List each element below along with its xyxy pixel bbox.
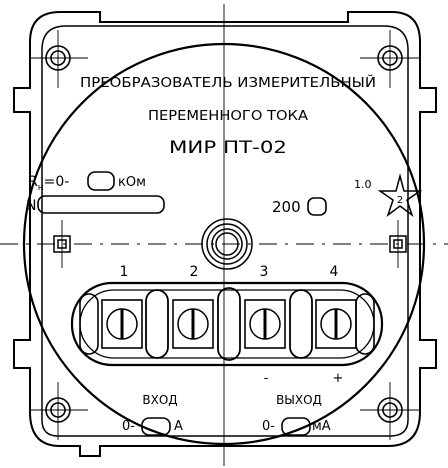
- housing-outline: [13, 11, 437, 457]
- serial-label: N: [26, 198, 36, 214]
- accuracy-class: 1.0: [354, 178, 372, 191]
- star-number: 2: [397, 195, 403, 206]
- resistance-r-label: Rн=0-: [28, 174, 69, 193]
- center-lines: [0, 4, 448, 466]
- value-200-box: [307, 197, 327, 216]
- input-prefix: 0-: [122, 419, 135, 434]
- terminal-number-1: 1: [120, 264, 129, 280]
- terminal-number-4: 4: [330, 264, 339, 280]
- terminal-screw-3: [244, 299, 286, 349]
- output-value-box: [281, 417, 311, 436]
- terminal-number-2: 2: [190, 264, 199, 280]
- polarity-plus: +: [333, 371, 344, 386]
- value-200-label: 200: [272, 198, 301, 216]
- star-mark-icon: 2: [377, 173, 423, 218]
- input-label: ВХОД: [142, 393, 177, 407]
- polarity-minus: -: [264, 371, 269, 386]
- resistance-sub: н: [38, 183, 44, 193]
- terminal-block: [70, 281, 384, 367]
- serial-number-box: [37, 195, 165, 214]
- output-prefix: 0-: [262, 419, 275, 434]
- input-unit: А: [174, 419, 183, 434]
- title-line-1: ПРЕОБРАЗОВАТЕЛЬ ИЗМЕРИТЕЛЬНЫЙ: [80, 73, 376, 91]
- output-label: ВЫХОД: [276, 393, 322, 407]
- input-value-box: [141, 417, 171, 436]
- model-name: МИР ПТ-02: [169, 138, 287, 158]
- resistance-prefix: =0-: [44, 174, 70, 190]
- resistance-unit: кОм: [118, 175, 146, 190]
- side-square-marks: [53, 235, 407, 253]
- resistance-value-box: [87, 171, 115, 191]
- terminal-screw-4: [315, 299, 357, 349]
- terminal-number-3: 3: [260, 264, 269, 280]
- resistance-r: R: [28, 174, 38, 190]
- title-line-2: ПЕРЕМЕННОГО ТОКА: [148, 108, 309, 124]
- terminal-screw-1: [101, 299, 143, 349]
- output-unit: мА: [312, 419, 331, 434]
- terminal-screw-2: [172, 299, 214, 349]
- center-knob: [201, 218, 253, 270]
